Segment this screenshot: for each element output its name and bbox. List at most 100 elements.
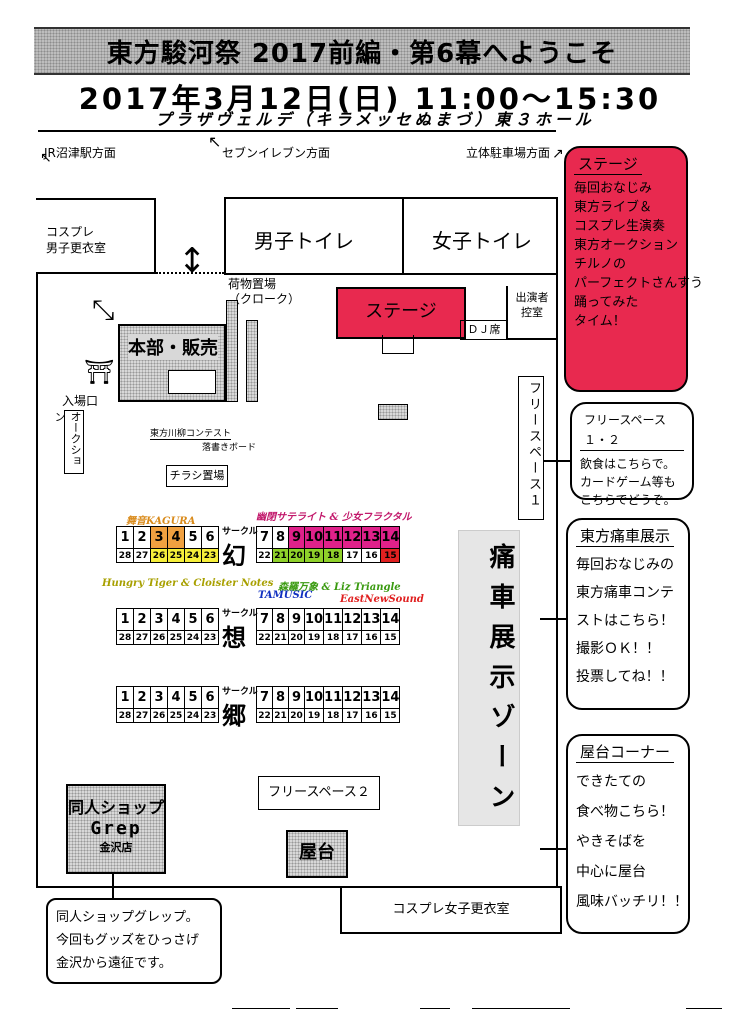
circle-space: 28 bbox=[116, 630, 134, 645]
note-yatai: 屋台コーナー できたての食べ物こちら！やきそばを中心に屋台風味バッチリ！！ bbox=[566, 734, 690, 934]
note-free-line: こちらでどうぞ。 bbox=[580, 493, 676, 507]
entrance-label: 入場口 bbox=[62, 394, 99, 408]
board-label: 落書きボード bbox=[202, 443, 257, 453]
circle-space: 4 bbox=[167, 686, 185, 709]
tag-tamusic: TAMUSIC bbox=[258, 590, 313, 601]
free-space-1: フリースペース１ bbox=[518, 376, 544, 520]
circle-space: 15 bbox=[380, 708, 401, 723]
circle-space: 21 bbox=[272, 630, 289, 645]
circle-space: 26 bbox=[150, 708, 168, 723]
tag-hungry: Hungry Tiger & Cloister Notes bbox=[102, 578, 274, 589]
note-yatai-line: やきそばを bbox=[576, 834, 646, 850]
block-kanji: 郷 bbox=[222, 702, 246, 730]
circle-space: 11 bbox=[323, 608, 344, 631]
auction-label: オークション bbox=[53, 410, 84, 474]
circle-space: 28 bbox=[116, 548, 134, 563]
circle-space: 20 bbox=[288, 548, 305, 563]
note-stage-line: 毎回おなじみ bbox=[574, 181, 653, 196]
tag-kagura: 舞音KAGURA bbox=[126, 516, 196, 527]
circle-space: 14 bbox=[380, 686, 401, 709]
circle-label: サークル bbox=[222, 609, 258, 619]
cloak-rack-1 bbox=[226, 300, 238, 402]
direction-seven: セブンイレブン方面 bbox=[222, 146, 331, 160]
circle-space: 3 bbox=[150, 608, 168, 631]
circle-space: 8 bbox=[272, 608, 289, 631]
itasha-zone: 痛車展示ゾーン bbox=[458, 530, 520, 826]
circle-space: 19 bbox=[303, 548, 325, 563]
circle-space: 1 bbox=[116, 608, 134, 631]
circle-space: 6 bbox=[201, 526, 219, 549]
circle-space: 17 bbox=[342, 630, 363, 645]
arrow-left-icon: ↖ bbox=[40, 150, 52, 166]
circle-space: 3 bbox=[150, 686, 168, 709]
circle-label: サークル bbox=[222, 687, 258, 697]
hq-label: 本部・販売 bbox=[128, 334, 218, 360]
circle-space: 5 bbox=[184, 686, 202, 709]
grep-shop: 同人ショップ Grep 金沢店 bbox=[66, 784, 166, 874]
note-stage-line: 東方オークション bbox=[574, 238, 679, 253]
note-stage-line: チルノの bbox=[574, 257, 627, 272]
circle-space: 17 bbox=[342, 548, 363, 563]
circle-space: 8 bbox=[272, 686, 289, 709]
circle-space: 26 bbox=[150, 630, 168, 645]
tag-shinra: 森羅万象 & Liz Triangle bbox=[278, 582, 401, 593]
footer-mark-3 bbox=[420, 1008, 450, 1009]
circle-space: 9 bbox=[288, 608, 305, 631]
cloak-rack-2 bbox=[246, 320, 258, 402]
direction-parking: 立体駐車場方面 bbox=[466, 146, 551, 160]
circle-space: 1 bbox=[116, 526, 134, 549]
circle-space: 10 bbox=[303, 686, 325, 709]
tag-east: EastNewSound bbox=[340, 594, 424, 605]
note-shop-line: 今回もグッズをひっさげ bbox=[56, 933, 200, 948]
circle-space: 8 bbox=[272, 526, 289, 549]
circle-space: 10 bbox=[303, 526, 325, 549]
performer-label-2: 控室 bbox=[521, 306, 543, 319]
circle-space: 7 bbox=[256, 608, 273, 631]
circle-space: 13 bbox=[361, 526, 382, 549]
event-title: 東方駿河祭 2017前編・第6幕へようこそ bbox=[34, 27, 690, 75]
circle-space: 18 bbox=[323, 708, 344, 723]
cloak-label-2: （クローク） bbox=[228, 292, 301, 306]
footer-mark-4 bbox=[472, 1008, 570, 1009]
toilet-female-label: 女子トイレ bbox=[432, 229, 532, 253]
footer-mark-5 bbox=[686, 1008, 722, 1009]
stage: ステージ bbox=[336, 287, 466, 339]
circle-space: 15 bbox=[380, 548, 401, 563]
event-date: 2017年3月12日(日) 11:00〜15:30 bbox=[78, 82, 662, 116]
stage-steps bbox=[382, 335, 414, 354]
circle-space: 4 bbox=[167, 608, 185, 631]
circle-space: 19 bbox=[303, 708, 325, 723]
center-table bbox=[378, 404, 408, 420]
circle-space: 24 bbox=[184, 548, 202, 563]
note-yatai-title: 屋台コーナー bbox=[576, 742, 675, 763]
performer-label-1: 出演者 bbox=[515, 291, 549, 304]
diagonal-arrow-icon: ⤡ bbox=[92, 293, 115, 326]
circle-space: 7 bbox=[256, 686, 273, 709]
shop-label-3: 金沢店 bbox=[99, 841, 133, 854]
circle-space: 26 bbox=[150, 548, 168, 563]
circle-space: 2 bbox=[133, 526, 151, 549]
entrance-gate-icon: ⛩ bbox=[84, 358, 115, 386]
circle-space: 22 bbox=[256, 708, 273, 723]
circle-space: 9 bbox=[288, 526, 305, 549]
cosplay-male-label-2: 男子更衣室 bbox=[46, 241, 107, 255]
circle-space: 16 bbox=[361, 630, 382, 645]
cosplay-male-room: コスプレ 男子更衣室 bbox=[36, 198, 156, 274]
circle-space: 20 bbox=[288, 708, 305, 723]
circle-space: 18 bbox=[323, 548, 344, 563]
circle-space: 28 bbox=[116, 708, 134, 723]
toilet-block: 男子トイレ 女子トイレ bbox=[224, 197, 558, 275]
top-rule bbox=[38, 130, 556, 132]
note-stage-line: 東方ライブ＆ bbox=[574, 200, 653, 215]
arrow-right-icon: ↗ bbox=[552, 146, 564, 162]
pointer-shop bbox=[112, 874, 114, 898]
circle-space: 27 bbox=[133, 548, 151, 563]
circle-space: 9 bbox=[288, 686, 305, 709]
circle-space: 11 bbox=[323, 686, 344, 709]
note-itasha: 東方痛車展示 毎回おなじみの東方痛車コンテストはこちら！撮影ＯＫ！！投票してね！… bbox=[566, 518, 690, 710]
note-free-title: フリースペース１・２ bbox=[580, 410, 684, 451]
